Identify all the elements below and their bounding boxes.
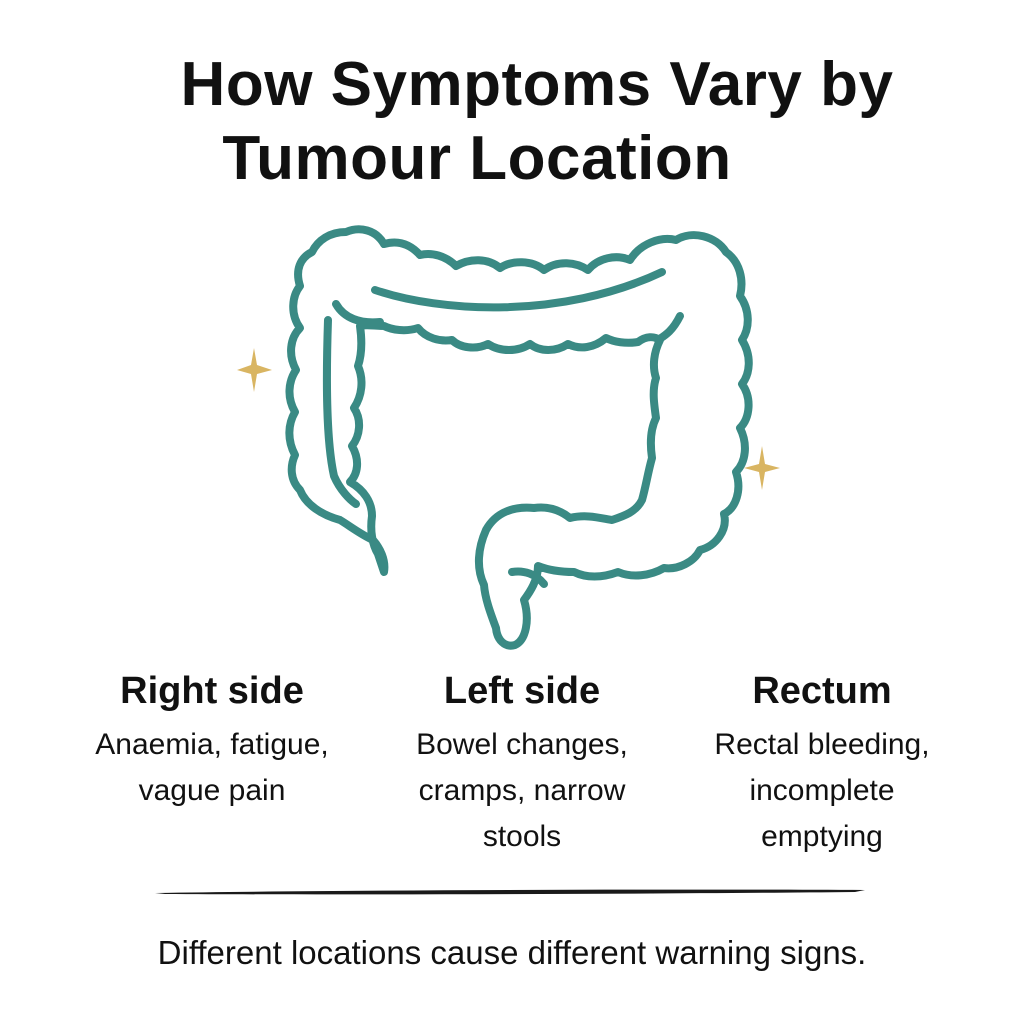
symptom-line: stools: [482, 820, 562, 853]
symptom-line: Rectal bleeding,: [714, 728, 930, 761]
section-right-side: Right side Anaemia, fatigue, vague pain: [52, 668, 372, 814]
section-heading: Right side: [120, 670, 304, 712]
symptom-line: cramps, narrow: [418, 774, 626, 807]
section-symptoms: Rectal bleeding, incomplete emptying: [662, 722, 982, 860]
section-left-side: Left side Bowel changes, cramps, narrow …: [362, 668, 682, 860]
title-line-1: How Symptoms Vary by: [180, 50, 894, 119]
section-heading: Left side: [443, 670, 601, 712]
symptom-line: emptying: [761, 820, 883, 853]
symptom-line: Bowel changes,: [416, 728, 628, 761]
symptom-line: Anaemia, fatigue,: [95, 728, 329, 761]
title-line-2: Tumour Location: [222, 124, 732, 193]
page-title: How Symptoms Vary by Tumour Location: [0, 48, 1024, 196]
sparkle-icon-left: [237, 348, 272, 392]
section-rectum: Rectum Rectal bleeding, incomplete empty…: [662, 668, 982, 860]
sparkle-icon-right: [744, 446, 780, 490]
colon-icon: [285, 225, 753, 650]
symptom-line: incomplete: [749, 774, 895, 807]
sparkle-icons: [237, 348, 780, 490]
symptom-line: vague pain: [138, 774, 286, 807]
section-symptoms: Bowel changes, cramps, narrow stools: [362, 722, 682, 860]
brush-divider: [155, 889, 865, 895]
section-symptoms: Anaemia, fatigue, vague pain: [52, 722, 372, 814]
footer-caption: Different locations cause different warn…: [157, 934, 867, 971]
section-heading: Rectum: [752, 670, 892, 712]
